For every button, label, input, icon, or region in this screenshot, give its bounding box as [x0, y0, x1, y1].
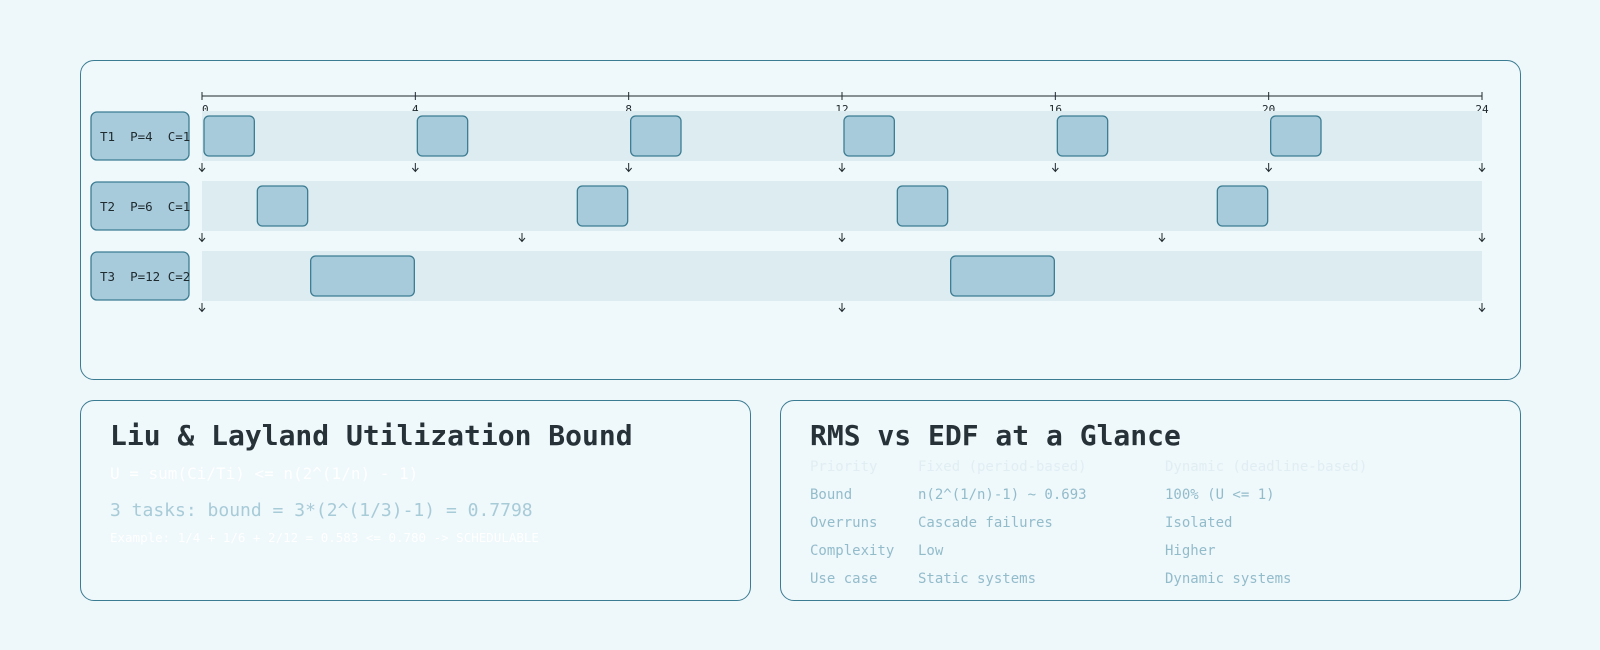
edf-value: 100% (U <= 1): [1165, 487, 1275, 503]
release-arrow-head: [411, 167, 419, 173]
release-arrow-head: [838, 237, 846, 243]
row-attribute: Priority: [810, 459, 878, 475]
edf-value: Higher: [1165, 543, 1216, 559]
rms-value: Static systems: [918, 571, 1037, 587]
job-block: [310, 255, 415, 297]
rms-edf-comparison-panel: RMS vs EDF at a Glance Priority Fixed (p…: [780, 400, 1521, 601]
bound-example: Example: 1/4 + 1/6 + 2/12 = 0.583 <= 0.7…: [110, 530, 539, 545]
release-arrow-head: [198, 307, 206, 313]
utilization-bound-panel: Liu & Layland Utilization Bound U = sum(…: [80, 400, 751, 601]
edf-value: Dynamic (deadline-based): [1165, 459, 1368, 475]
release-arrow-head: [1158, 237, 1166, 243]
row-attribute: Complexity: [810, 543, 895, 559]
task-lane: [202, 251, 1482, 301]
release-arrow-head: [1478, 237, 1486, 243]
three-task-bound: 3 tasks: bound = 3*(2^(1/3)-1) = 0.7798: [110, 500, 533, 521]
task-label-box: [90, 251, 190, 301]
tick-label: 4: [412, 103, 419, 116]
rms-value: Cascade failures: [918, 515, 1053, 531]
job-block: [950, 255, 1055, 297]
job-block: [256, 185, 309, 227]
row-attribute: Use case: [810, 571, 878, 587]
compare-title: RMS vs EDF at a Glance: [810, 419, 1181, 452]
task-label-box: [90, 111, 190, 161]
job-block: [416, 115, 469, 157]
edf-value: Dynamic systems: [1165, 571, 1292, 587]
job-block: [630, 115, 682, 157]
release-arrow-head: [198, 167, 206, 173]
bound-title: Liu & Layland Utilization Bound: [110, 419, 633, 452]
release-arrow-head: [838, 167, 846, 173]
task-lane: [202, 111, 1482, 161]
task-label: T3 P=12 C=2: [100, 269, 190, 284]
task-lane: [202, 181, 1482, 231]
rms-value: n(2^(1/n)-1) ~ 0.693: [918, 487, 1087, 503]
release-arrow-head: [625, 167, 633, 173]
release-arrow-head: [838, 307, 846, 313]
job-block: [1216, 185, 1269, 227]
tick-label: 8: [625, 103, 632, 116]
release-arrow-head: [1478, 307, 1486, 313]
release-arrow-head: [1051, 167, 1059, 173]
job-block: [843, 115, 895, 157]
job-block: [1270, 115, 1322, 157]
row-attribute: Bound: [810, 487, 853, 503]
tick-label: 0: [202, 103, 209, 116]
job-block: [896, 185, 949, 227]
rms-value: Low: [918, 543, 944, 559]
release-arrow-head: [198, 237, 206, 243]
release-arrow-head: [518, 237, 526, 243]
task-label-box: [90, 181, 190, 231]
task-label: T1 P=4 C=1: [100, 129, 190, 144]
job-block: [203, 115, 255, 157]
task-label: T2 P=6 C=1: [100, 199, 190, 214]
job-block: [1056, 115, 1109, 157]
rms-value: Fixed (period-based): [918, 459, 1087, 475]
bound-formula: U = sum(Ci/Ti) <= n(2^(1/n) - 1): [110, 464, 419, 483]
edf-value: Isolated: [1165, 515, 1233, 531]
row-attribute: Overruns: [810, 515, 878, 531]
job-block: [576, 185, 629, 227]
release-arrow-head: [1478, 167, 1486, 173]
release-arrow-head: [1265, 167, 1273, 173]
